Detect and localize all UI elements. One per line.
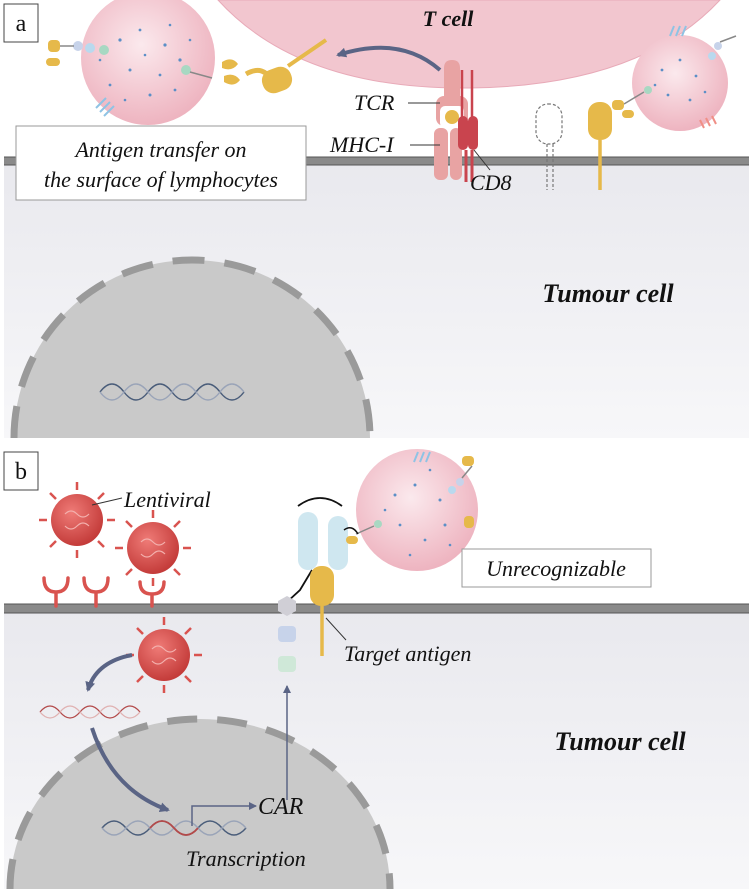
mhc-label: MHC-I [329, 132, 395, 157]
viral-rna [39, 705, 141, 719]
panel-a-letter-box [3, 3, 39, 43]
free-antigen-a [222, 38, 328, 94]
unrecognizable-label: Unrecognizable [486, 556, 626, 581]
membrane-b [4, 604, 749, 613]
virus-2 [115, 510, 191, 586]
dna-b [101, 820, 247, 836]
entry-arrow [85, 653, 133, 692]
vesicle-top-left [46, 0, 215, 125]
integration-arrow [90, 727, 170, 813]
panel-b-letter: b [15, 459, 27, 485]
membrane-antigen-a [588, 102, 612, 190]
target-antigen-label: Target antigen [344, 641, 471, 666]
tcr-complex [434, 60, 478, 182]
cd8-label: CD8 [470, 170, 512, 195]
panel-a: a T cell TCR MHC-I CD8 Antigen transfer … [0, 0, 753, 440]
nucleus-a [14, 260, 370, 438]
lentiviral-label: Lentiviral [123, 487, 211, 512]
panel-b: b Lentiviral Unrecognizable Target antig… [3, 449, 749, 889]
tcr-label: TCR [354, 90, 395, 115]
panel-a-letter: a [16, 11, 27, 37]
dna-a [99, 383, 245, 401]
target-antigen [310, 566, 334, 656]
transfer-arrow [336, 45, 442, 72]
car-label: CAR [258, 794, 304, 820]
tumour-cell-label-a: Tumour cell [542, 279, 674, 308]
virus-3 [126, 617, 202, 693]
panel-gap [0, 440, 753, 448]
antigen-transfer-line2: the surface of lymphocytes [44, 167, 278, 192]
antigen-transfer-line1: Antigen transfer on [73, 137, 246, 162]
car-receptor [278, 497, 348, 672]
transcription-label: Transcription [186, 846, 306, 871]
transcription-arrow [191, 802, 257, 826]
vesicle-right [612, 25, 737, 131]
dashed-receptor [535, 103, 563, 190]
virus-1 [39, 482, 115, 558]
tumour-cell-label-b: Tumour cell [554, 727, 686, 756]
unrecognizable-box [461, 548, 652, 588]
virus-receptors [42, 576, 166, 608]
t-cell-label: T cell [423, 6, 475, 31]
vesicle-b [343, 449, 478, 571]
antigen-transfer-box [15, 125, 307, 201]
membrane-a [4, 157, 749, 165]
panel-b-letter-box [3, 451, 39, 491]
